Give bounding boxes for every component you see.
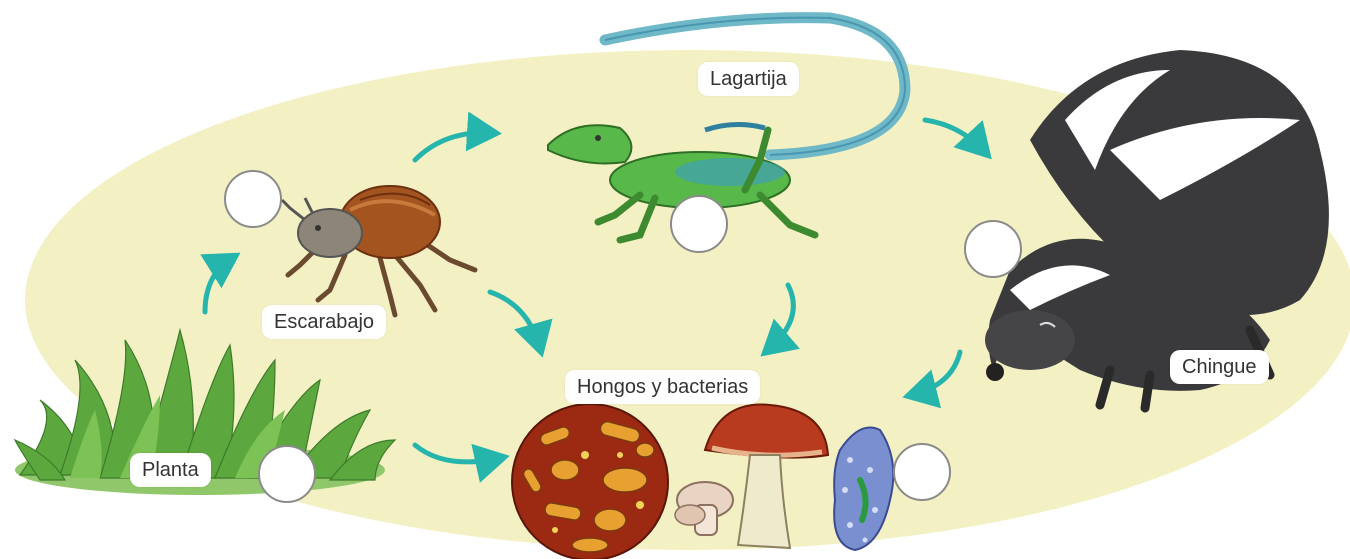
organism-label-lagartija: Lagartija bbox=[698, 62, 799, 96]
answer-circle-escarabajo[interactable] bbox=[224, 170, 282, 228]
organism-label-chingue: Chingue bbox=[1170, 350, 1269, 384]
organism-label-descomponedores: Hongos y bacterias bbox=[565, 370, 760, 404]
answer-circle-lagartija[interactable] bbox=[670, 195, 728, 253]
organism-label-planta: Planta bbox=[130, 453, 211, 487]
organism-label-escarabajo: Escarabajo bbox=[262, 305, 386, 339]
bacteria-illustration bbox=[512, 404, 668, 559]
answer-circle-chingue[interactable] bbox=[964, 220, 1022, 278]
answer-circle-planta[interactable] bbox=[258, 445, 316, 503]
answer-circle-descomponedores[interactable] bbox=[893, 443, 951, 501]
